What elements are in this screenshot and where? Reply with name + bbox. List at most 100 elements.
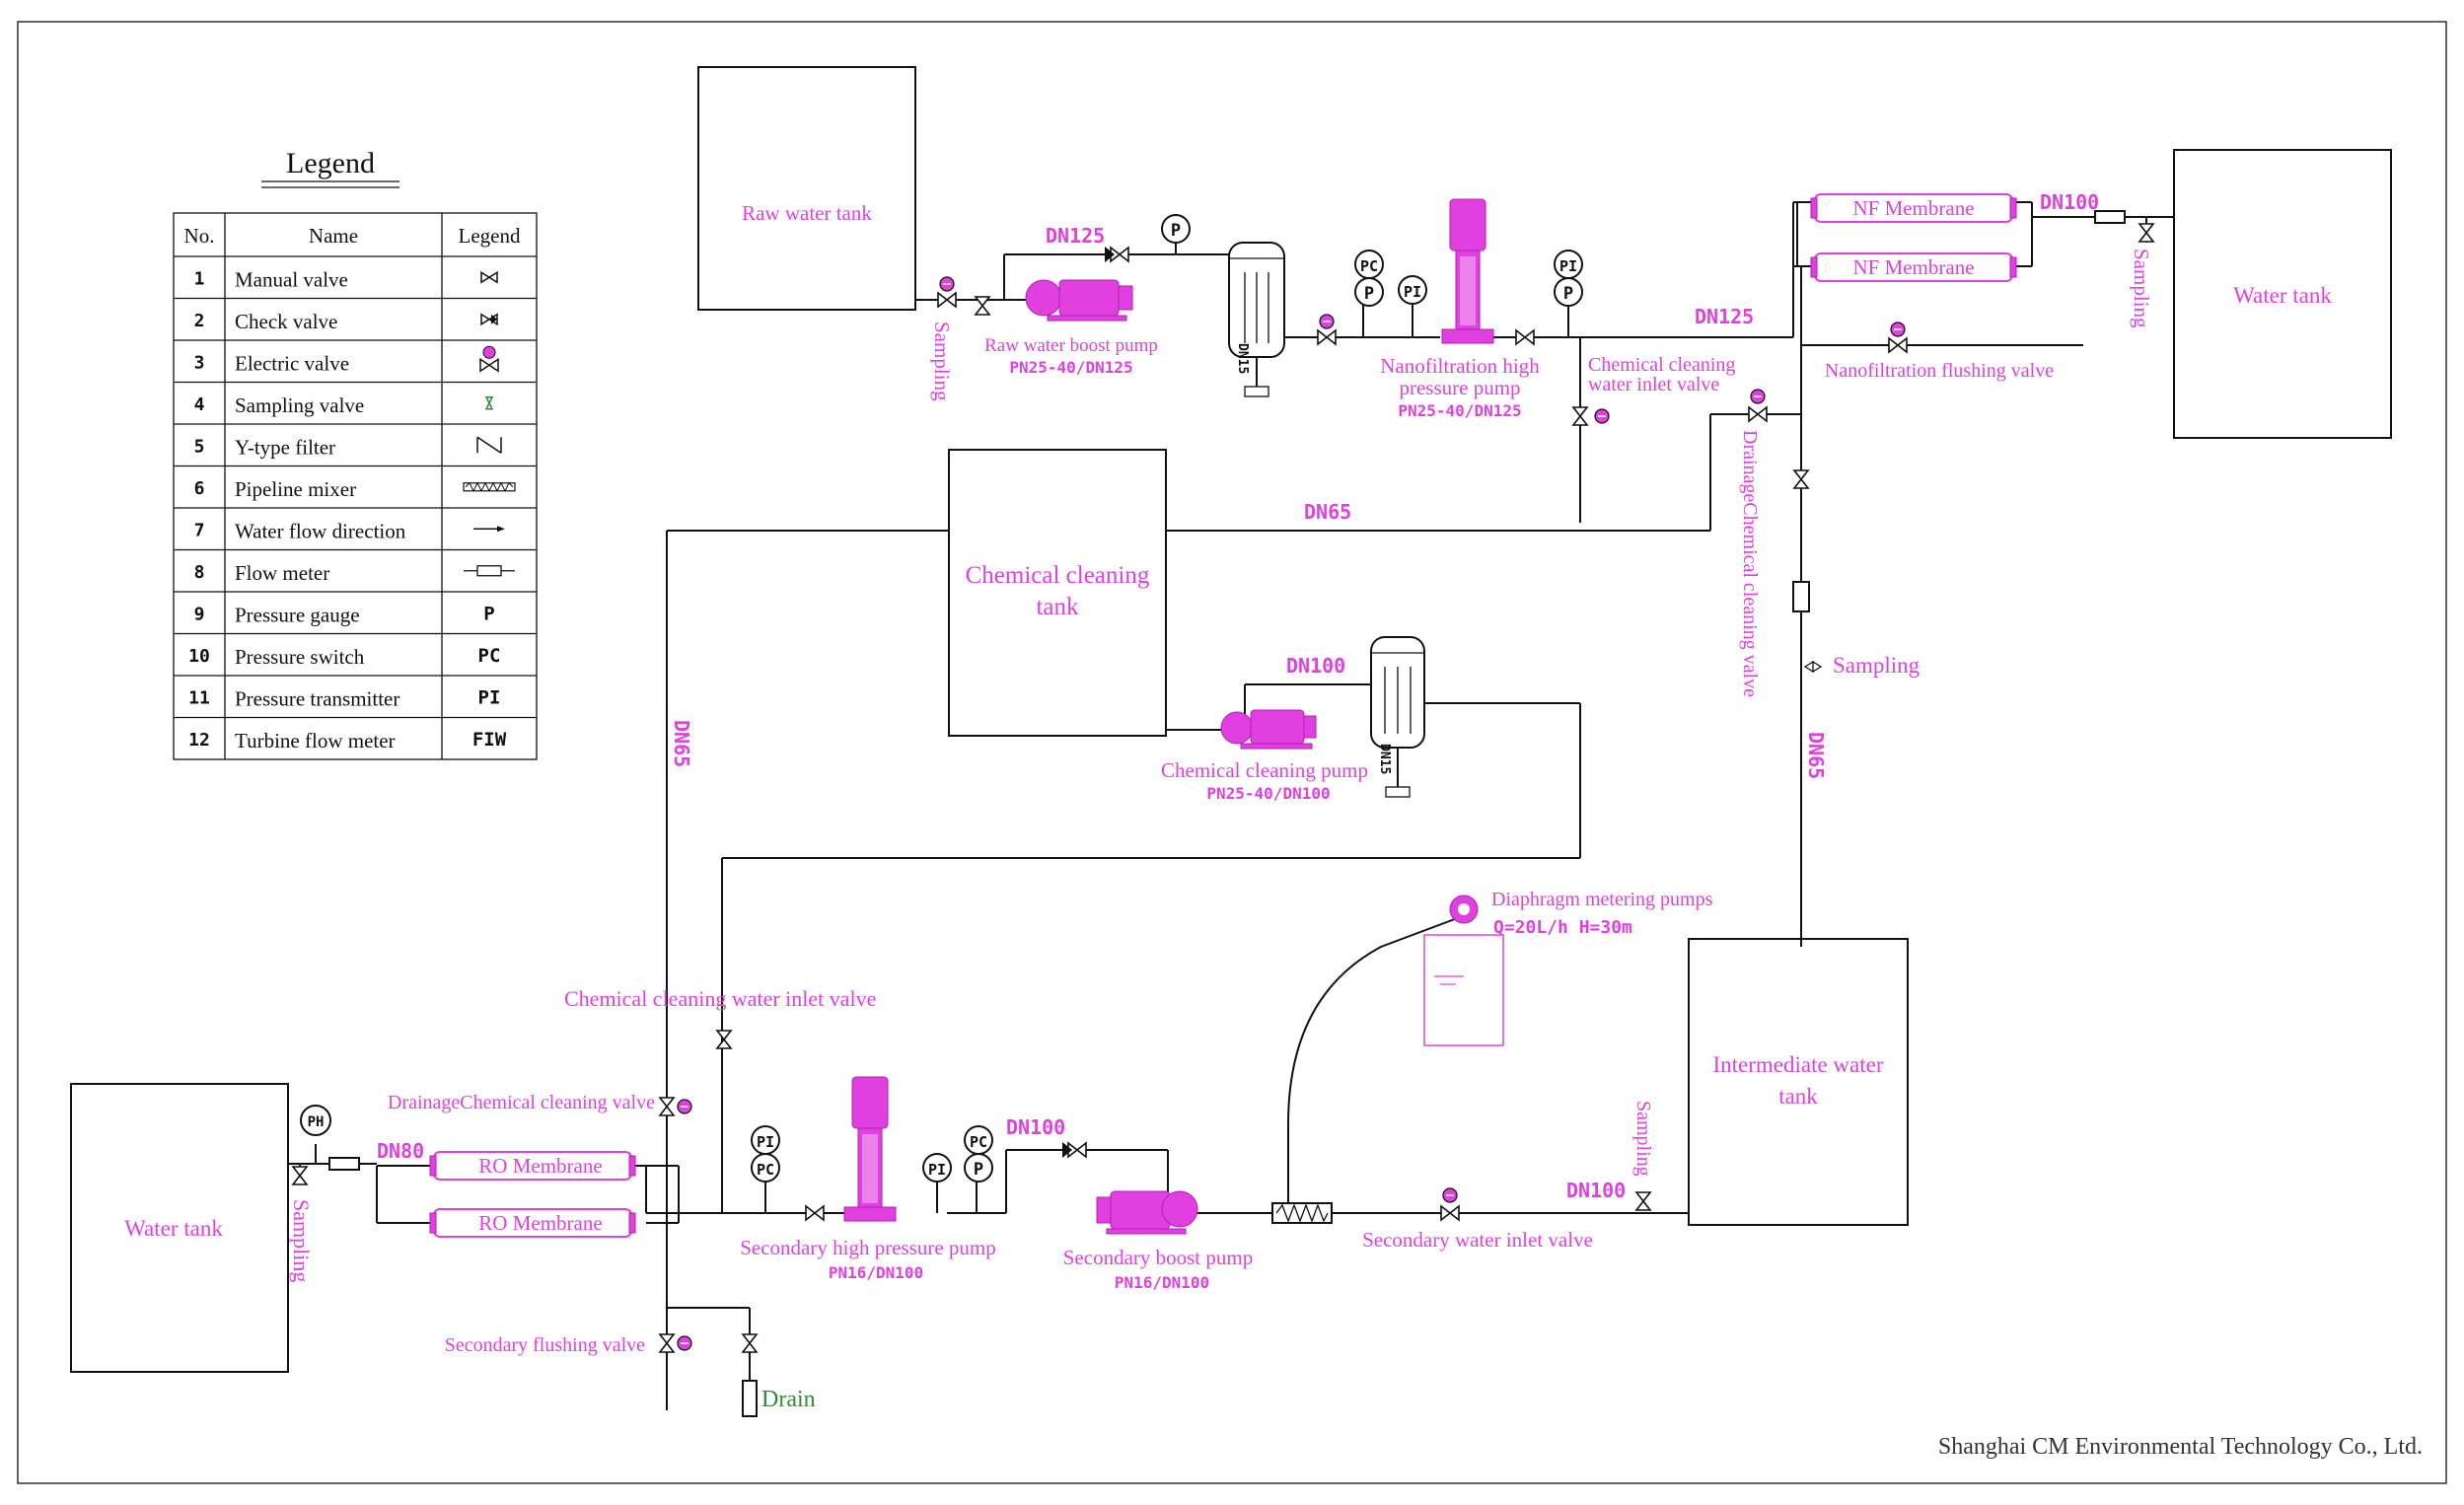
ro-membrane-2: RO Membrane [429, 1208, 636, 1238]
sec-flushing-valve-label: Secondary flushing valve [445, 1334, 645, 1356]
legend-symbol-icon [463, 481, 516, 492]
chemical-tank-label-2: tank [1036, 594, 1079, 620]
intermediate-tank-label-1: Intermediate water [1712, 1052, 1883, 1077]
legend-no: 7 [194, 520, 205, 540]
chem-inlet-label-2: water inlet valve [1588, 374, 1719, 395]
cartridge-filter-1 [1228, 242, 1285, 397]
dn65-right: DN65 [1804, 732, 1828, 779]
drain-label: Drain [761, 1387, 816, 1412]
water-tank-top-right-label: Water tank [2233, 283, 2332, 308]
sampling-label-intermediate: Sampling [1632, 1101, 1654, 1177]
dn100-chem: DN100 [1286, 654, 1345, 678]
ro-membrane-1: RO Membrane [429, 1151, 636, 1181]
dn65-top: DN65 [1304, 500, 1351, 524]
diaphragm-label-2: Q=20L/h H=30m [1493, 917, 1632, 938]
raw-water-boost-pump [1025, 279, 1133, 322]
chem-pump-spec: PN25-40/DN100 [1206, 784, 1330, 803]
nf-membrane-2: NF Membrane [1810, 252, 2017, 282]
legend-name: Pressure gauge [235, 603, 360, 626]
legend-name: Flow meter [235, 561, 329, 585]
pressure-transmitter-4-label: PI [928, 1161, 946, 1179]
diaphragm-label-1: Diaphragm metering pumps [1491, 889, 1713, 910]
raw-water-tank [697, 66, 916, 311]
chemical-cleaning-pump [1220, 709, 1317, 750]
sec-hp-pump-spec: PN16/DN100 [829, 1263, 923, 1282]
ph-meter-label: PH [308, 1114, 325, 1130]
legend-name: Pressure transmitter [235, 686, 399, 710]
dn65-left: DN65 [670, 720, 693, 767]
legend-no: 4 [194, 394, 205, 415]
legend-no: 11 [188, 687, 210, 708]
drain-flow-meter [742, 1380, 758, 1417]
legend-title: Legend [286, 147, 375, 179]
dn125-raw: DN125 [1046, 224, 1105, 248]
pressure-switch-3-label: PC [970, 1133, 987, 1151]
pressure-gauge-4 [964, 1153, 993, 1182]
dn15-filter-2: DN15 [1377, 744, 1392, 774]
ph-meter [300, 1105, 331, 1136]
company-name: Shanghai CM Environmental Technology Co.… [1938, 1434, 2423, 1460]
legend-symbol: PC [478, 645, 501, 667]
legend-no: 3 [194, 352, 205, 373]
ro-membrane-1-label: RO Membrane [478, 1154, 602, 1178]
sec-boost-label: Secondary boost pump [1063, 1246, 1253, 1269]
nf-high-pressure-pump [1441, 198, 1494, 344]
dn125-nf: DN125 [1695, 305, 1754, 328]
instruments: P PC P PI PI P PH PI PC PI PC P [300, 214, 1583, 1182]
pressure-switch-2 [751, 1153, 780, 1182]
dn80-label: DN80 [377, 1139, 424, 1163]
legend-symbol: PI [478, 686, 501, 708]
legend-name: Sampling valve [235, 394, 364, 417]
legend-no: 1 [194, 268, 205, 289]
legend-symbol: P [483, 603, 494, 624]
legend-header-0: No. [184, 224, 215, 248]
pressure-gauge-1-label: P [1171, 221, 1181, 241]
drainage-chem-bottom-label: DrainageChemical cleaning valve [388, 1092, 655, 1113]
legend-name: Pipeline mixer [235, 477, 356, 501]
flow-meter-concentrate [1792, 581, 1810, 612]
legend-name: Pressure switch [235, 645, 365, 669]
legend-symbol-icon [476, 436, 502, 454]
dn100-nf-permeate: DN100 [2040, 190, 2099, 214]
nf-membrane-1: NF Membrane [1810, 193, 2017, 223]
legend-symbol-icon [479, 345, 499, 373]
sampling-label-ro: Sampling [289, 1199, 314, 1282]
pipeline-mixer [1271, 1202, 1333, 1224]
nf-membrane-1-label: NF Membrane [1852, 196, 1974, 220]
sec-hp-pump-label: Secondary high pressure pump [740, 1236, 996, 1259]
pressure-transmitter-1 [1398, 275, 1427, 305]
nf-pump-spec: PN25-40/DN125 [1398, 401, 1521, 420]
flow-meter-nf-outlet [2094, 210, 2126, 224]
chemical-tank-label-1: Chemical cleaning [966, 562, 1150, 589]
legend-symbol-icon [484, 396, 494, 410]
pressure-gauge-3 [1554, 277, 1583, 307]
legend-no: 6 [194, 478, 205, 499]
ro-membrane-2-label: RO Membrane [478, 1211, 602, 1235]
drawing-frame [17, 21, 2447, 1484]
nf-pump-label-2: pressure pump [1399, 376, 1520, 399]
legend-no: 12 [188, 730, 210, 751]
drainage-chem-valve-vertical: DrainageChemical cleaning valve [1739, 430, 1761, 697]
water-tank-bottom-left [70, 1083, 289, 1373]
legend-symbol-icon [480, 313, 498, 326]
secondary-high-pressure-pump [843, 1076, 897, 1222]
pressure-gauge-1 [1161, 214, 1191, 244]
legend-name: Manual valve [235, 267, 348, 291]
raw-pump-label: Raw water boost pump [984, 335, 1158, 356]
intermediate-tank-label-2: tank [1778, 1084, 1818, 1109]
pressure-switch-2-label: PC [757, 1161, 774, 1179]
valves [292, 223, 2154, 1353]
chem-inlet-bottom-label: Chemical cleaning water inlet valve [564, 986, 876, 1011]
intermediate-water-tank [1688, 938, 1909, 1226]
legend-no: 2 [194, 311, 205, 331]
pressure-transmitter-3-label: PI [757, 1133, 774, 1151]
sec-boost-spec: PN16/DN100 [1115, 1273, 1209, 1292]
chemical-cleaning-tank [948, 449, 1167, 737]
water-tank-bottom-left-label: Water tank [124, 1216, 223, 1241]
chem-pump-label: Chemical cleaning pump [1161, 758, 1368, 782]
dn100-intermediate: DN100 [1566, 1179, 1626, 1202]
pressure-transmitter-4 [922, 1153, 952, 1182]
pressure-gauge-2-label: P [1364, 284, 1374, 304]
